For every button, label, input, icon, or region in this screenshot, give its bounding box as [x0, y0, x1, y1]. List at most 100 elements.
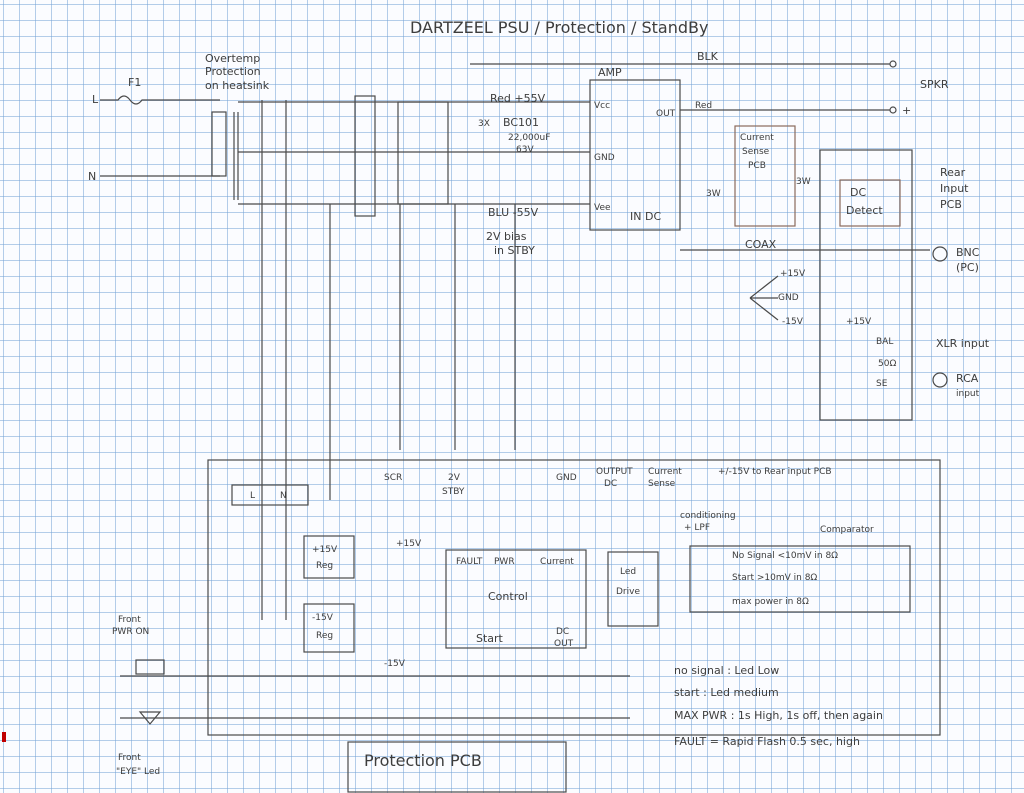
reg-p15-2: Reg — [316, 561, 333, 571]
dc-out-2: OUT — [554, 639, 574, 649]
current-sense-3: PCB — [748, 161, 766, 171]
led-drive-2: Drive — [616, 587, 640, 597]
pwr-label: PWR — [494, 557, 515, 567]
bnc-connector — [932, 246, 948, 262]
conn-l-label: L — [250, 491, 255, 501]
out-label: OUT — [656, 109, 676, 119]
overtemp-label-1: Overtemp — [205, 52, 260, 65]
current-sense2-2: Sense — [648, 479, 676, 489]
led-drive-1: Led — [620, 567, 636, 577]
front-eye-2: "EYE" Led — [116, 767, 160, 777]
fuse-label: F1 — [128, 76, 141, 89]
se-label: SE — [876, 379, 888, 389]
rca-input-label: input — [956, 389, 980, 399]
legend-line-1: no signal : Led Low — [674, 664, 779, 677]
front-power-switch — [135, 659, 165, 675]
relay-block — [354, 95, 376, 217]
current-sense2-1: Current — [648, 467, 682, 477]
margin-mark — [2, 732, 6, 742]
cap-voltage-label: 63V — [516, 145, 534, 155]
legend-line-3: MAX PWR : 1s High, 1s off, then again — [674, 709, 883, 722]
conn-n-label: N — [280, 491, 287, 501]
bnc-label: BNC — [956, 246, 980, 259]
in-dc-label: IN DC — [630, 210, 661, 223]
output-dc-2: DC — [604, 479, 617, 489]
stby-2v-label: 2V — [448, 473, 461, 483]
coax-label: COAX — [745, 238, 777, 251]
rear-input-board — [819, 149, 913, 421]
bc101-label: BC101 — [503, 116, 539, 129]
red-plus55-label: Red +55V — [490, 92, 546, 105]
reg-m15-2: Reg — [316, 631, 333, 641]
rca-connector — [932, 372, 948, 388]
blk-label: BLK — [697, 50, 719, 63]
led-drive-block — [607, 551, 659, 627]
start-label: Start — [476, 632, 504, 645]
stby-label: STBY — [442, 487, 465, 497]
bnc-pc-label: (PC) — [956, 261, 979, 274]
fuse-symbol — [100, 95, 170, 105]
spkr-plus-label: + — [902, 104, 911, 117]
reg-p15-1: +15V — [312, 545, 338, 555]
output-dc-1: OUTPUT — [596, 467, 633, 477]
dc-detect-block — [839, 179, 901, 227]
no-signal-level: No Signal <10mV in 8Ω — [732, 551, 838, 561]
current-label: Current — [540, 557, 574, 567]
max-power-level: max power in 8Ω — [732, 597, 809, 607]
gnd2-label: GND — [556, 473, 577, 483]
in-stby-label: in STBY — [494, 244, 535, 257]
m15-label: -15V — [782, 317, 804, 327]
p15-label: +15V — [780, 269, 806, 279]
reg-p15-block — [303, 535, 355, 579]
gnd-rear-label: GND — [778, 293, 799, 303]
vee-label: Vee — [594, 203, 611, 213]
rca-label: RCA — [956, 372, 979, 385]
scr-label: SCR — [384, 473, 402, 483]
p15-out-label: +15V — [396, 539, 422, 549]
bridge-block — [397, 101, 449, 205]
protection-pcb-label: Protection PCB — [364, 751, 482, 770]
xlr-label: XLR input — [936, 337, 990, 350]
conditioning-label: conditioning — [680, 511, 736, 521]
rear-input-1: Rear — [940, 166, 966, 179]
overtemp-label-3: on heatsink — [205, 79, 270, 92]
current-sense-1: Current — [740, 133, 774, 143]
start-level: Start >10mV in 8Ω — [732, 573, 817, 583]
control-block — [445, 549, 587, 649]
comparator-label: Comparator — [820, 525, 874, 535]
control-label: Control — [488, 590, 528, 603]
gnd-label: GND — [594, 153, 615, 163]
blu-minus55-label: BLU -55V — [488, 206, 539, 219]
cap-label: 22,000uF — [508, 133, 550, 143]
rear-input-3: PCB — [940, 198, 962, 211]
p15b-label: +15V — [846, 317, 872, 327]
amp-block — [589, 79, 681, 231]
current-sense-block — [734, 125, 796, 227]
amp-label: AMP — [598, 66, 622, 79]
front-pwr-1: Front — [118, 615, 141, 625]
m15-out-label: -15V — [384, 659, 406, 669]
supply-fan — [749, 275, 779, 321]
current-sense-2: Sense — [742, 147, 770, 157]
reg-m15-1: -15V — [312, 613, 334, 623]
legend-line-4: FAULT = Rapid Flash 0.5 sec, high — [674, 735, 860, 748]
speaker-terminal — [889, 106, 897, 114]
w3-label-2: 3W — [706, 189, 721, 199]
front-eye-1: Front — [118, 753, 141, 763]
transformer-primary — [211, 111, 227, 177]
spkr-label: SPKR — [920, 78, 949, 91]
ohm-label: 50Ω — [878, 359, 896, 369]
protection-board — [207, 459, 941, 736]
to-rear-label: +/-15V to Rear input PCB — [718, 467, 832, 477]
reg-m15-block — [303, 603, 355, 653]
bal-label: BAL — [876, 337, 893, 347]
front-pwr-2: PWR ON — [112, 627, 149, 637]
fault-label: FAULT — [456, 557, 483, 567]
bias-label: 2V bias — [486, 230, 527, 243]
vcc-label: Vcc — [594, 101, 610, 111]
mains-connector — [231, 484, 309, 506]
comparator-block — [689, 545, 911, 613]
dc-out-1: DC — [556, 627, 569, 637]
